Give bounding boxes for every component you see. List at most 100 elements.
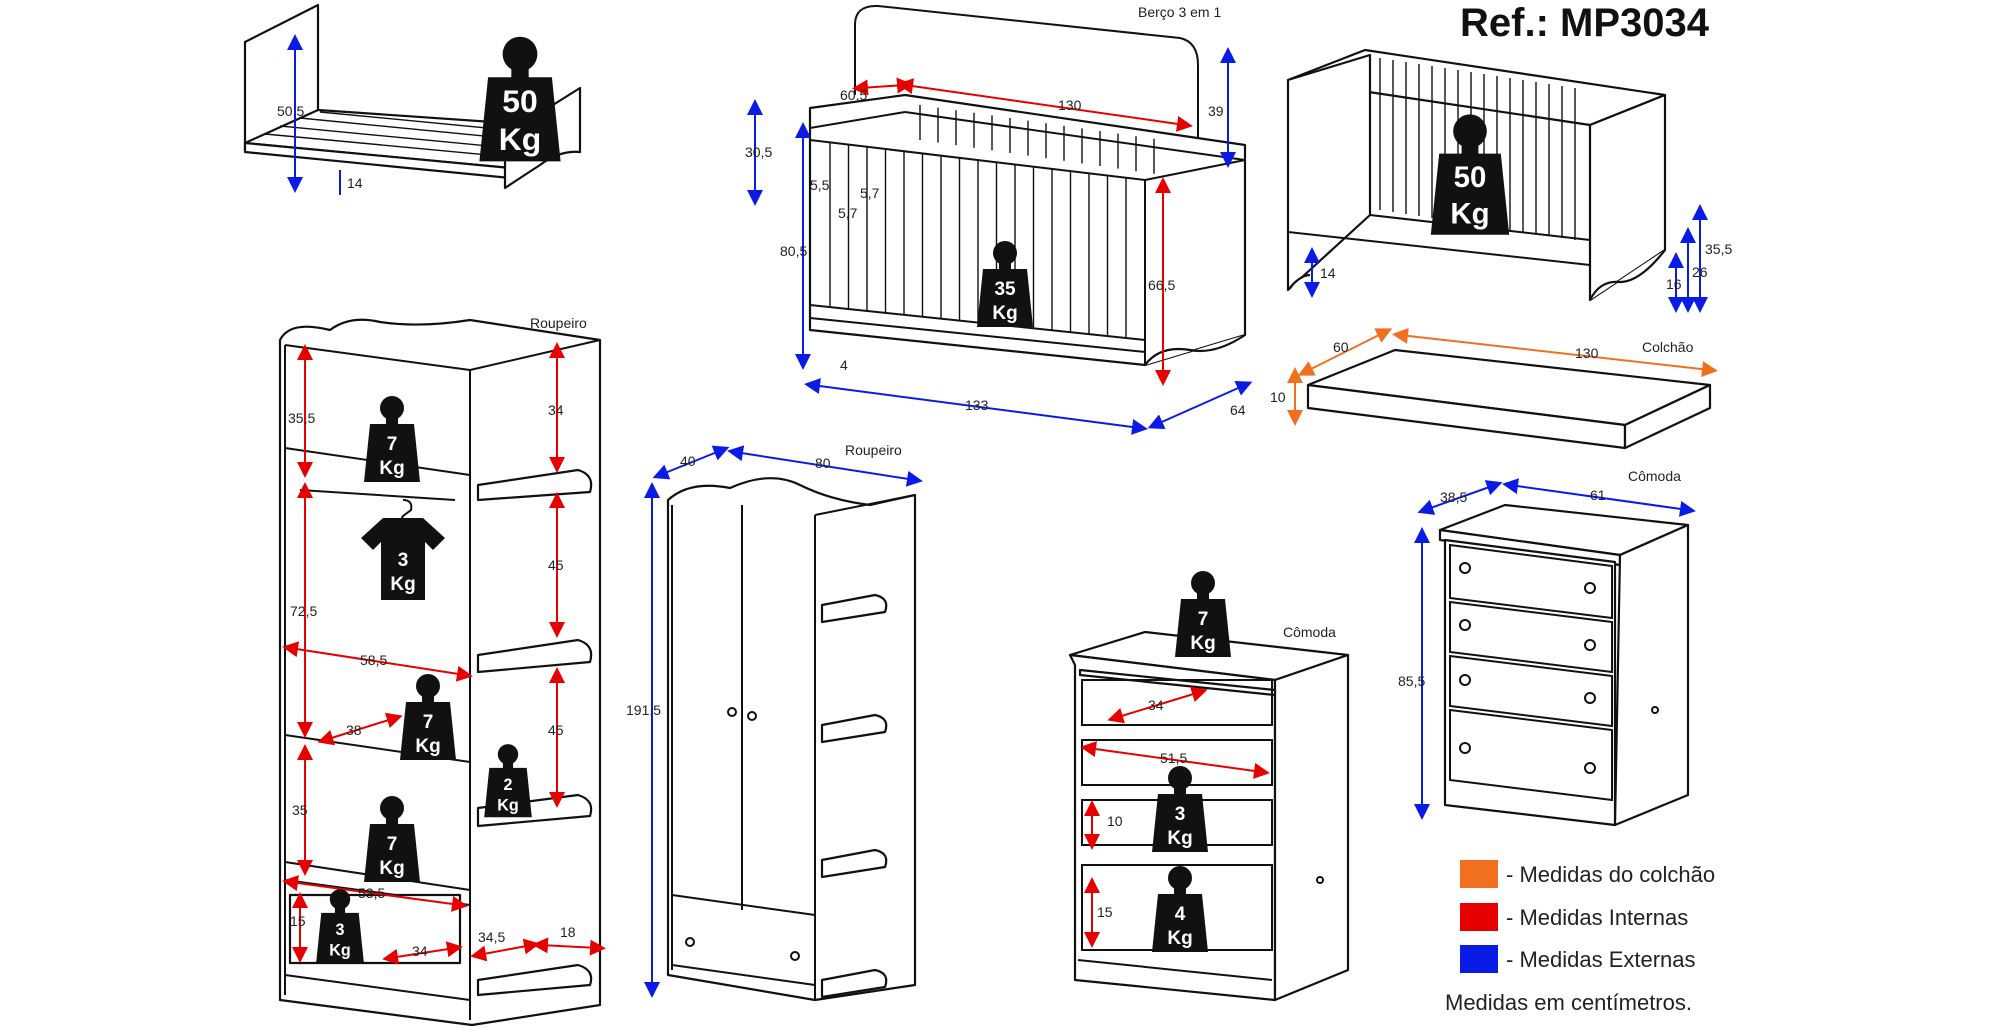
wl-d10: 15 (290, 913, 306, 929)
weight-icon-dm-top: 7Kg (1175, 571, 1231, 657)
svg-text:Kg: Kg (497, 796, 519, 814)
crib-length-arrow (804, 378, 1148, 435)
dr-depth: 38,5 (1440, 489, 1467, 505)
svg-text:3: 3 (398, 550, 409, 571)
weight-icon-wl-low: 7Kg (364, 796, 420, 882)
mattress-drawing (1306, 348, 1712, 450)
junior-bed-h2: 26 (1692, 264, 1708, 280)
svg-text:50: 50 (1454, 161, 1487, 194)
weight-icon-dm-drawer4: 4Kg (1152, 866, 1208, 952)
weight-icon-bed: 50 Kg (479, 36, 561, 162)
junior-bed-h1: 35,5 (1705, 241, 1732, 257)
legend-label-mattress: - Medidas do colchão (1506, 862, 1715, 887)
weight-icon-wl-mid: 7Kg (400, 674, 456, 760)
wm-width: 80 (815, 455, 831, 471)
crib-slat-gap-c: 5,7 (838, 205, 858, 221)
mattress-length: 130 (1575, 345, 1599, 361)
legend-swatch-external (1460, 945, 1498, 973)
crib-inner-height: 66,5 (1148, 277, 1175, 293)
svg-text:7: 7 (1198, 609, 1209, 630)
dm-d4: 15 (1097, 904, 1113, 920)
wl-d11: 34 (412, 943, 428, 959)
wl-d5-arrow (282, 641, 473, 682)
crib-slat-gap-b: 5,7 (860, 185, 880, 201)
wl-d9: 53,5 (358, 885, 385, 901)
wl-d2: 34 (548, 402, 564, 418)
dr-height: 85,5 (1398, 673, 1425, 689)
svg-text:3: 3 (1175, 804, 1186, 825)
dm-d2-arrow (1080, 741, 1270, 779)
bed-side-height: 30,5 (745, 144, 772, 160)
wl-d9-arrow (282, 875, 468, 912)
wl-d1: 35,5 (288, 410, 315, 426)
svg-text:7: 7 (387, 834, 398, 855)
legend-label-internal: - Medidas Internas (1506, 905, 1688, 930)
svg-text:35: 35 (994, 279, 1016, 300)
crib-inner-length-arrow (897, 78, 1193, 132)
weight-icon-wl-side: 2Kg (484, 744, 532, 818)
wardrobe-mid-label: Roupeiro (845, 442, 902, 458)
legend: - Medidas do colchão - Medidas Internas … (1445, 860, 1715, 1015)
weight-icon-dm-drawer3: 3Kg (1152, 766, 1208, 852)
mattress-label: Colchão (1642, 339, 1694, 355)
wl-d6-arrow (317, 712, 403, 746)
dm-d2: 51,5 (1160, 750, 1187, 766)
crib-head-extra: 39 (1208, 103, 1224, 119)
dr-width: 61 (1590, 487, 1606, 503)
dm-d3: 10 (1107, 813, 1123, 829)
svg-text:2: 2 (504, 776, 513, 794)
wm-height: 191,5 (626, 702, 661, 718)
wm-width-arrow (727, 445, 923, 487)
svg-text:Kg: Kg (379, 458, 404, 479)
crib-width: 64 (1230, 402, 1246, 418)
wardrobe-closed-drawing (666, 477, 917, 1002)
wl-d13-arrow (532, 937, 606, 956)
crib-length: 133 (965, 397, 989, 413)
wl-d6: 38 (346, 722, 362, 738)
svg-text:Kg: Kg (415, 736, 440, 757)
crib-base: 4 (840, 357, 848, 373)
dresser-closed-drawing (1438, 503, 1690, 827)
svg-text:Kg: Kg (379, 858, 404, 879)
junior-bed-foot: 14 (1320, 265, 1336, 281)
dr-depth-arrow (1417, 480, 1503, 515)
dresser-mid-label: Cômoda (1283, 624, 1336, 640)
dr-width-arrow (1502, 478, 1696, 517)
wl-d8: 35 (292, 802, 308, 818)
svg-text:Kg: Kg (390, 574, 415, 595)
svg-text:7: 7 (387, 434, 398, 455)
legend-swatch-mattress (1460, 860, 1498, 888)
wl-d12-arrow (470, 938, 540, 962)
svg-text:Kg: Kg (992, 303, 1017, 324)
crib-depth: 60,5 (840, 87, 867, 103)
svg-text:Kg: Kg (1190, 633, 1215, 654)
weight-icon-wl-top: 7Kg (364, 396, 420, 482)
legend-swatch-internal (1460, 903, 1498, 931)
svg-text:Kg: Kg (1167, 928, 1192, 949)
crib-height: 80,5 (780, 243, 807, 259)
dresser-right-label: Cômoda (1628, 468, 1681, 484)
wm-depth-arrow (652, 445, 730, 480)
svg-text:Kg: Kg (1167, 828, 1192, 849)
svg-text:3: 3 (336, 921, 345, 939)
mattress-width: 60 (1333, 339, 1349, 355)
crib-slat-gap-a: 5,5 (810, 177, 830, 193)
reference-title: Ref.: MP3034 (1460, 1, 1710, 45)
wl-d3: 72,5 (290, 603, 317, 619)
weight-icon-wl-drawer: 3Kg (316, 889, 364, 963)
crib-inner-length: 130 (1058, 97, 1082, 113)
wl-d5: 58,5 (360, 652, 387, 668)
mattress-thickness: 10 (1270, 389, 1286, 405)
svg-text:Kg: Kg (329, 941, 351, 959)
wl-d7: 45 (548, 722, 564, 738)
mattress-width-arrow (1297, 328, 1393, 376)
wl-d12: 34,5 (478, 929, 505, 945)
weight-icon-junior-bed: 50 Kg (1430, 114, 1510, 235)
wl-d11-arrow (382, 941, 463, 965)
bed-height: 50,5 (277, 103, 304, 119)
wm-depth: 40 (680, 453, 696, 469)
bed-foot: 14 (347, 175, 363, 191)
dm-d1-arrow (1107, 686, 1208, 724)
wl-d13: 18 (560, 924, 576, 940)
